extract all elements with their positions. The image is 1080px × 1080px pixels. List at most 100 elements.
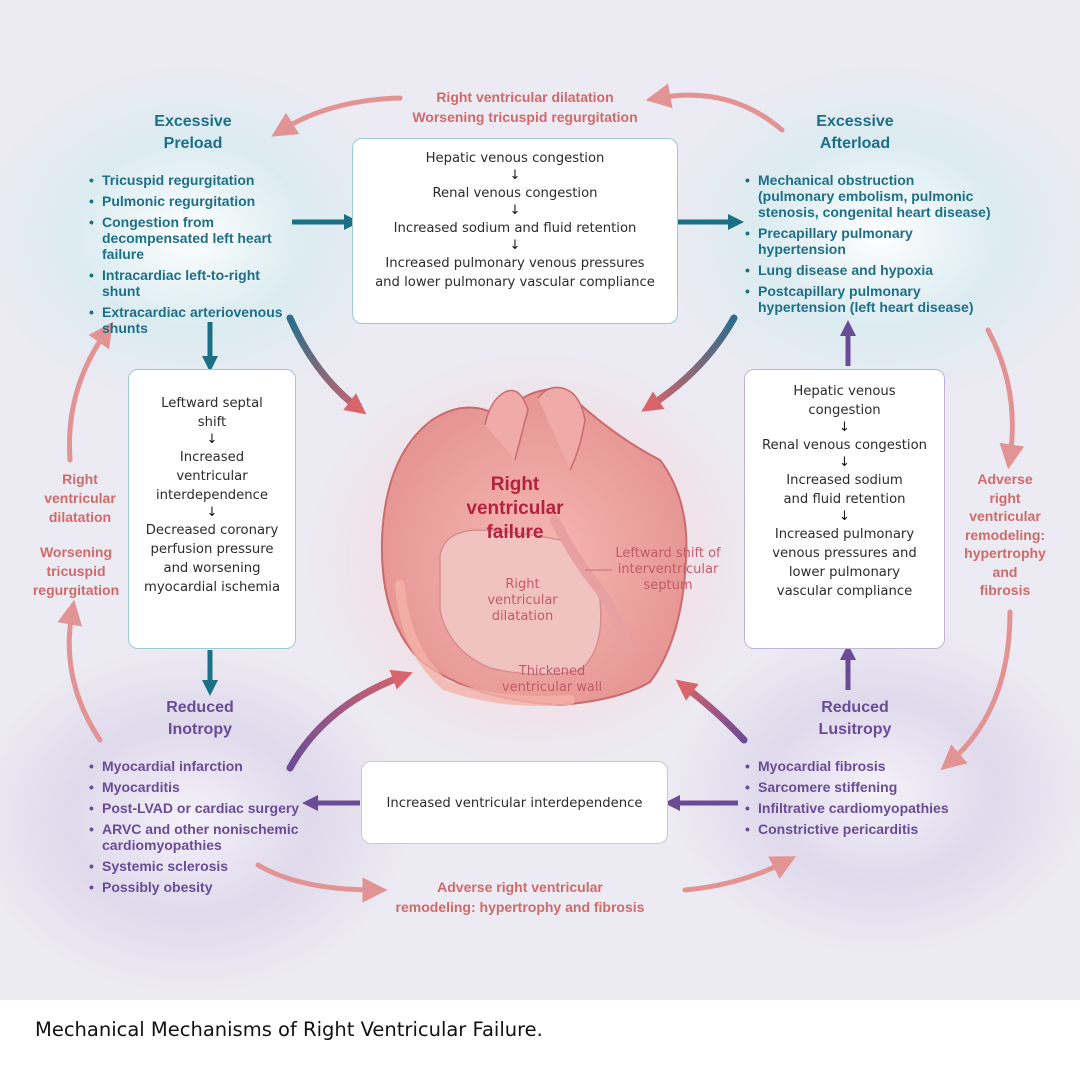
heart-thickened-wall (395, 580, 575, 706)
heart-right-ventricle-cavity (439, 529, 602, 676)
flow-line: Worsening tricuspid regurgitation (412, 109, 638, 125)
list-item: Precapillary pulmonary hypertension (744, 225, 994, 257)
flow-step: Increased sodium and fluid retention (783, 473, 906, 507)
left-interdependence-box: Leftward septal shift ↓ Increased ventri… (128, 369, 296, 649)
list-item: Tricuspid regurgitation (88, 172, 288, 188)
center-congestion-box: Hepatic venous congestion ↓ Renal venous… (352, 138, 678, 324)
afterload-to-heart-arrow (641, 314, 738, 412)
flow-step: Renal venous congestion (432, 186, 598, 201)
arrows-and-heart (57, 83, 1025, 903)
heart-interventricular-septum (550, 515, 633, 655)
flow-step: Leftward septal shift (161, 396, 263, 430)
list-item: Pulmonic regurgitation (88, 193, 288, 209)
flow-line: hypertrophy (964, 545, 1046, 561)
flow-step: Increased ventricular interdependence (155, 450, 269, 503)
heading-line: Afterload (819, 135, 891, 152)
down-arrow-icon: ↓ (509, 168, 521, 183)
flow-step: Increased sodium and fluid retention (393, 221, 637, 236)
flow-step: Increased pulmonary venous pressures and… (772, 527, 917, 599)
label-line: Leftward shift of (615, 546, 721, 561)
list-item: Myocarditis (88, 779, 308, 795)
reduced-inotropy-heading: Reduced Inotropy (135, 697, 265, 741)
excessive-afterload-list: Mechanical obstruction (pulmonary emboli… (744, 172, 994, 320)
heading-line: Reduced (821, 699, 889, 716)
left-upper-flow-arrow (66, 321, 114, 463)
list-item: Lung disease and hypoxia (744, 262, 994, 278)
reduced-inotropy-list: Myocardial infarction Myocarditis Post-L… (88, 758, 308, 900)
down-arrow-icon: ↓ (839, 509, 850, 524)
bottom-flow-text: Adverse right ventricular remodeling: hy… (380, 877, 660, 917)
heading-line: Lusitropy (818, 721, 892, 738)
right-congestion-box: Hepatic venous congestion ↓ Renal venous… (744, 369, 945, 649)
list-item: Intracardiac left-to-right shunt (88, 267, 288, 299)
down-arrow-icon: ↓ (206, 505, 218, 520)
flow-line: Worsening (39, 544, 113, 560)
left-dilatation-flow-text: Right ventricular dilatation (20, 470, 140, 527)
inotropy-glow (0, 645, 410, 995)
list-item: Constrictive pericarditis (744, 821, 984, 837)
right-lower-flow-arrow (940, 609, 1013, 771)
down-arrow-icon: ↓ (509, 203, 521, 218)
flow-step: Increased pulmonary venous pressures and… (375, 256, 655, 290)
flow-line: remodeling: hypertrophy and fibrosis (395, 899, 645, 915)
flow-step: Hepatic venous congestion (793, 384, 896, 418)
list-item: ARVC and other nonischemic cardiomyopath… (88, 821, 308, 853)
reduced-lusitropy-list: Myocardial fibrosis Sarcomere stiffening… (744, 758, 984, 842)
heading-line: Preload (163, 135, 223, 152)
flow-line: Right ventricular dilatation (436, 89, 614, 105)
preload-to-heart-arrow (286, 314, 367, 415)
excessive-afterload-heading: Excessive Afterload (790, 111, 920, 155)
flow-line: remodeling: (964, 526, 1046, 543)
excessive-preload-heading: Excessive Preload (128, 111, 258, 155)
heading-line: Excessive (816, 113, 894, 130)
left-regurgitation-flow-text: Worsening tricuspid regurgitation (20, 543, 132, 600)
heart-aorta (484, 389, 529, 461)
list-item: Sarcomere stiffening (744, 779, 984, 795)
down-arrow-icon: ↓ (839, 455, 850, 470)
list-item: Post-LVAD or cardiac surgery (88, 800, 308, 816)
flow-line: right (989, 489, 1021, 506)
label-line: ventricular (487, 593, 558, 608)
list-item: Myocardial infarction (88, 758, 308, 774)
flow-line: tricuspid (46, 563, 106, 579)
bottom-interdependence-box: Increased ventricular interdependence (361, 761, 668, 844)
list-item: Mechanical obstruction (pulmonary emboli… (744, 172, 994, 220)
heart-wall-label: Thickened ventricular wall (487, 664, 617, 696)
flow-line: Adverse (977, 471, 1033, 487)
down-arrow-icon: ↓ (839, 420, 850, 435)
heading-line: Inotropy (168, 721, 232, 738)
flow-line: ventricular (969, 508, 1041, 524)
right-flow-text: Adverse right ventricular remodeling: hy… (950, 470, 1060, 600)
flow-line: and (992, 563, 1018, 580)
list-item: Congestion from decompensated left heart… (88, 214, 288, 262)
heart-title-line: failure (486, 522, 544, 543)
heart-dilatation-label: Right ventricular dilatation (470, 577, 575, 625)
heading-line: Reduced (166, 699, 234, 716)
flow-line: dilatation (48, 509, 112, 525)
flow-line: regurgitation (32, 582, 120, 598)
right-upper-flow-arrow (985, 327, 1025, 470)
top-flow-text: Right ventricular dilatation Worsening t… (390, 87, 660, 127)
heart-septum-label: Leftward shift of interventricular septu… (608, 546, 728, 594)
flow-step: Renal venous congestion (761, 438, 928, 453)
label-line: Thickened (518, 664, 586, 679)
label-line: Right (505, 577, 540, 592)
list-item: Possibly obesity (88, 879, 308, 895)
flow-line: Adverse right ventricular (437, 879, 603, 895)
heart-title-line: ventricular (466, 498, 564, 519)
diagram-canvas: Excessive Preload Tricuspid regurgitatio… (0, 0, 1080, 1000)
flow-line: Right (62, 471, 98, 487)
figure-caption: Mechanical Mechanisms of Right Ventricul… (35, 1018, 543, 1041)
flow-line: fibrosis (979, 582, 1031, 598)
down-arrow-icon: ↓ (206, 432, 218, 447)
flow-step: Hepatic venous congestion (425, 151, 605, 166)
bottom-right-flow-arrow (682, 856, 797, 893)
list-item: Postcapillary pulmonary hypertension (le… (744, 283, 994, 315)
left-lower-flow-arrow (57, 599, 103, 743)
list-item: Myocardial fibrosis (744, 758, 984, 774)
heart-pulmonary-artery (537, 386, 586, 471)
label-line: dilatation (491, 609, 554, 624)
inotropy-to-heart-arrow (286, 669, 413, 772)
flow-step: Decreased coronary perfusion pressure an… (143, 523, 281, 595)
list-item: Extracardiac arteriovenous shunts (88, 304, 288, 336)
